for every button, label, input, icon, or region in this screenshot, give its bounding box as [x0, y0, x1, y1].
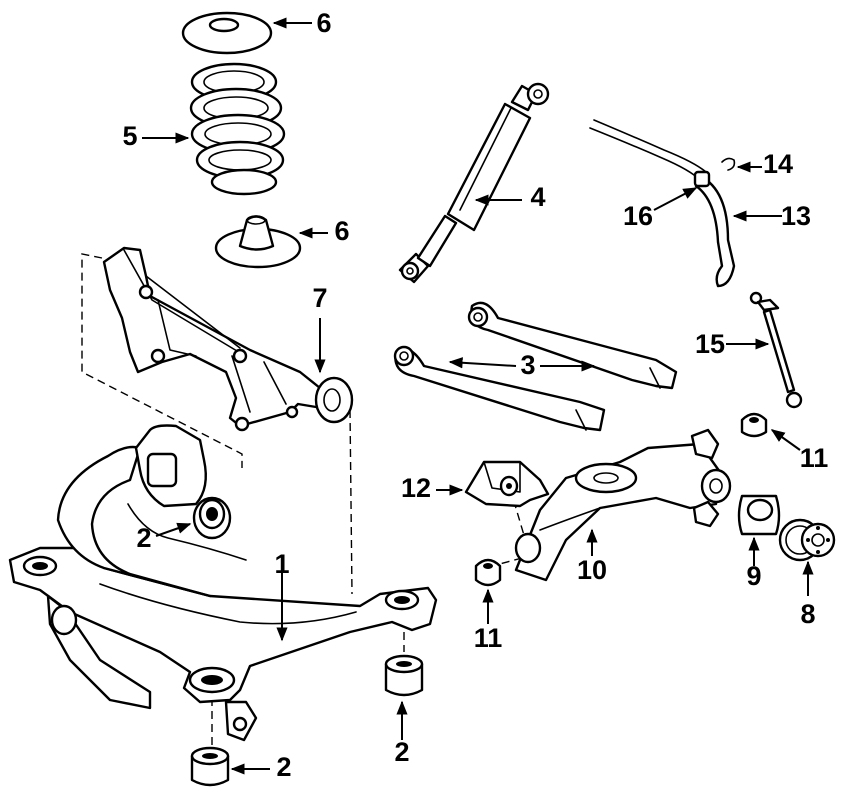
wheel-hub-bearing: [778, 518, 836, 562]
callout-12: 12: [401, 473, 431, 503]
callout-1: 1: [274, 549, 289, 579]
callout-3: 3: [520, 350, 535, 380]
callout-2-right: 2: [394, 737, 409, 767]
callout-2-left: 2: [276, 752, 291, 782]
knuckle-bushing-large: [737, 494, 781, 536]
callout-4: 4: [530, 182, 545, 212]
callout-labels: 6 5 6 4 7 14 13 16 15 15 3 12 11 9 8 10 …: [122, 8, 828, 782]
callout-11-lower: 11: [474, 623, 503, 653]
callout-7: 7: [312, 283, 327, 313]
stabilizer-bar: [589, 119, 736, 288]
link-mount-bracket: [464, 460, 550, 508]
callout-15-label: 15: [695, 329, 725, 359]
crossmember-bracket: [102, 246, 354, 432]
callout-5: 5: [122, 121, 137, 151]
rear-knuckle-arm: [514, 428, 732, 582]
callout-13: 13: [781, 201, 811, 231]
upper-spring-insulator: [181, 11, 273, 55]
assembly-reference-lines: [81, 253, 527, 748]
callout-16: 16: [623, 201, 653, 231]
lower-spring-insulator: [214, 215, 302, 269]
callout-11-upper: 11: [800, 443, 829, 473]
callout-6-lower: 6: [334, 216, 349, 246]
upper-trailing-link: [467, 301, 678, 390]
callout-8: 8: [800, 599, 815, 629]
callout-14: 14: [763, 149, 793, 179]
shock-absorber: [398, 82, 550, 284]
stabilizer-link: [749, 291, 803, 409]
callout-9: 9: [746, 561, 761, 591]
lower-trailing-link: [393, 345, 606, 432]
callout-6-upper: 6: [316, 8, 331, 38]
coil-spring: [189, 62, 286, 196]
callout-leaders: [142, 17, 814, 775]
subframe-bushing-left-lower: [190, 746, 230, 787]
knuckle-bushing-upper: [740, 412, 768, 438]
knuckle-bushing-lower: [474, 558, 502, 587]
callout-2-upper: 2: [136, 523, 151, 553]
rear-subframe: [8, 424, 438, 742]
callout-10: 10: [577, 555, 607, 585]
subframe-bushing-upper: [192, 496, 232, 540]
subframe-bushing-right-lower: [384, 654, 424, 697]
